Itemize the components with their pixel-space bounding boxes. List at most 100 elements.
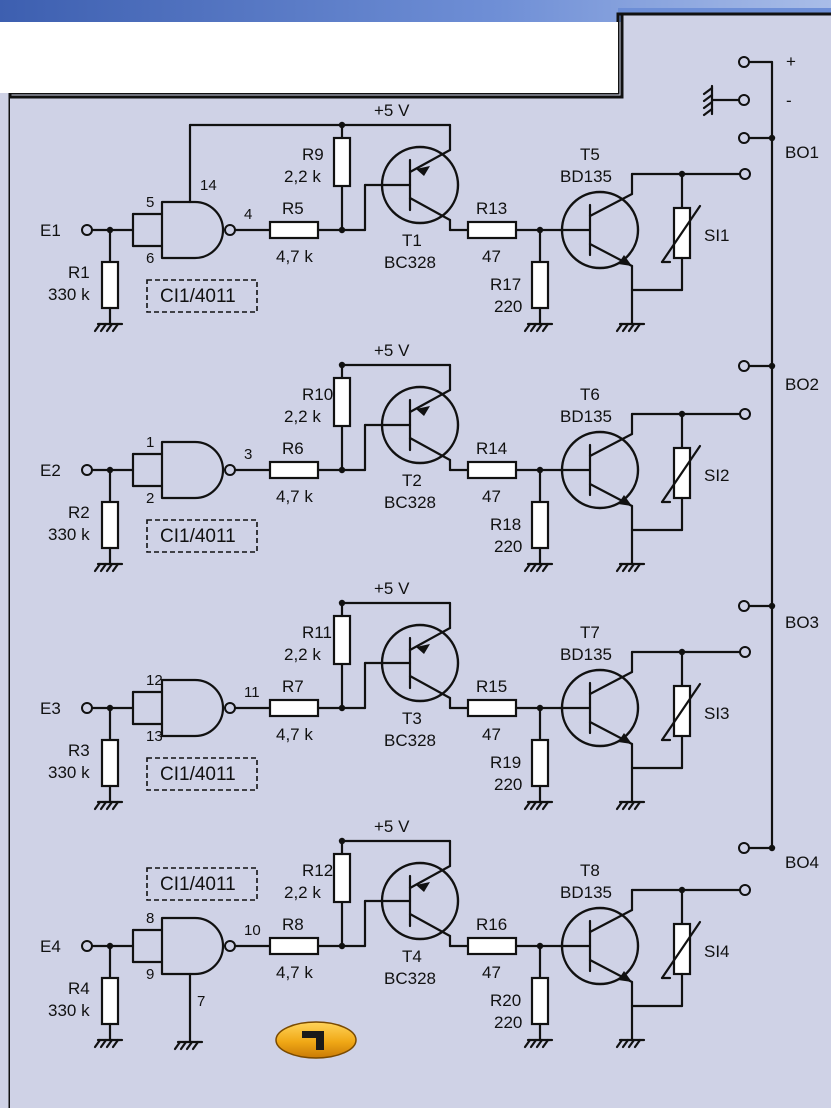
ic-label-box <box>146 279 258 313</box>
ic-label: CI1/4011 <box>160 764 236 785</box>
nand-pin-b: 6 <box>146 250 154 267</box>
bias-resistor-value: 220 <box>494 537 522 556</box>
collector-resistor-value: 47 <box>482 487 501 506</box>
nand-pin-out: 4 <box>244 206 252 223</box>
base-resistor-label: R7 <box>282 677 304 696</box>
collector-resistor-label: R13 <box>476 199 507 218</box>
pullup-resistor-label: R12 <box>302 861 333 880</box>
pullup-resistor-value: 2,2 k <box>284 167 321 186</box>
pullup-resistor <box>332 614 352 666</box>
ic-label-box <box>146 519 258 553</box>
bus-terminal <box>738 360 750 372</box>
nand-gate <box>160 440 225 500</box>
vcc-label: +5 V <box>374 101 410 120</box>
npn-transistor-label: T8 <box>580 861 600 880</box>
ic-label-box <box>146 867 258 901</box>
collector-resistor <box>466 936 518 956</box>
nand-pin-out: 3 <box>244 446 252 463</box>
output-label: BO3 <box>785 613 819 632</box>
base-resistor-label: R8 <box>282 915 304 934</box>
nand-pin-a: 5 <box>146 194 154 211</box>
input-terminal <box>81 464 93 476</box>
nand-output-bubble <box>224 224 236 236</box>
load-label: SI2 <box>704 466 730 485</box>
pullup-resistor-value: 2,2 k <box>284 883 321 902</box>
bias-resistor-value: 220 <box>494 297 522 316</box>
pnp-transistor-type: BC328 <box>384 969 436 988</box>
collector-resistor-label: R15 <box>476 677 507 696</box>
pnp-transistor-type: BC328 <box>384 493 436 512</box>
base-resistor <box>268 936 320 956</box>
load-label: SI4 <box>704 942 730 961</box>
output-terminal <box>739 168 751 180</box>
pnp-transistor-label: T1 <box>402 231 422 250</box>
input-label: E1 <box>40 221 61 240</box>
bias-resistor <box>530 260 550 310</box>
number-1-badge <box>275 1021 357 1059</box>
pullup-resistor-value: 2,2 k <box>284 407 321 426</box>
collector-resistor <box>466 460 518 480</box>
collector-resistor <box>466 698 518 718</box>
ic-label: CI1/4011 <box>160 526 236 547</box>
pullup-resistor <box>332 376 352 428</box>
output-terminal <box>739 884 751 896</box>
input-terminal <box>81 940 93 952</box>
base-resistor-value: 4,7 k <box>276 487 313 506</box>
input-terminal <box>81 702 93 714</box>
supply-terminals: + - <box>702 52 796 850</box>
vcc-label: +5 V <box>374 817 410 836</box>
input-resistor <box>100 738 120 788</box>
collector-resistor-value: 47 <box>482 963 501 982</box>
input-resistor-value: 330 k <box>48 1001 90 1020</box>
load-label: SI1 <box>704 226 730 245</box>
bias-resistor-label: R19 <box>490 753 521 772</box>
base-resistor-label: R5 <box>282 199 304 218</box>
pnp-transistor-label: T3 <box>402 709 422 728</box>
pullup-resistor-label: R10 <box>302 385 333 404</box>
nand-pin-vss: 7 <box>197 993 205 1010</box>
bias-resistor <box>530 500 550 550</box>
nand-gate <box>160 916 225 976</box>
white-area <box>0 22 618 93</box>
collector-resistor-label: R14 <box>476 439 507 458</box>
nand-pin-b: 2 <box>146 490 154 507</box>
pullup-resistor-label: R9 <box>302 145 324 164</box>
input-label: E3 <box>40 699 61 718</box>
npn-transistor-type: BD135 <box>560 167 612 186</box>
input-resistor <box>100 976 120 1026</box>
collector-resistor-label: R16 <box>476 915 507 934</box>
input-resistor-value: 330 k <box>48 285 90 304</box>
bias-resistor <box>530 738 550 788</box>
input-resistor-value: 330 k <box>48 525 90 544</box>
bus-terminal <box>738 842 750 854</box>
pnp-transistor-label: T2 <box>402 471 422 490</box>
base-resistor-value: 4,7 k <box>276 963 313 982</box>
input-resistor-label: R1 <box>68 263 90 282</box>
nand-pin-out: 10 <box>244 922 261 939</box>
pullup-resistor-value: 2,2 k <box>284 645 321 664</box>
base-resistor <box>268 460 320 480</box>
npn-transistor-type: BD135 <box>560 407 612 426</box>
output-label: BO4 <box>785 853 819 872</box>
npn-transistor-label: T6 <box>580 385 600 404</box>
input-terminal <box>81 224 93 236</box>
input-label: E2 <box>40 461 61 480</box>
output-label: BO1 <box>785 143 819 162</box>
output-terminal <box>739 408 751 420</box>
bias-resistor <box>530 976 550 1026</box>
input-resistor <box>100 500 120 550</box>
bias-resistor-label: R18 <box>490 515 521 534</box>
nand-gate <box>160 678 225 738</box>
nand-pin-out: 11 <box>244 684 260 701</box>
npn-transistor-label: T7 <box>580 623 600 642</box>
nand-output-bubble <box>224 464 236 476</box>
bus-terminal <box>738 132 750 144</box>
input-resistor-label: R4 <box>68 979 90 998</box>
nand-pin-a: 1 <box>146 434 154 451</box>
nand-pin-a: 8 <box>146 910 154 927</box>
ic-label: CI1/4011 <box>160 874 236 895</box>
nand-output-bubble <box>224 940 236 952</box>
